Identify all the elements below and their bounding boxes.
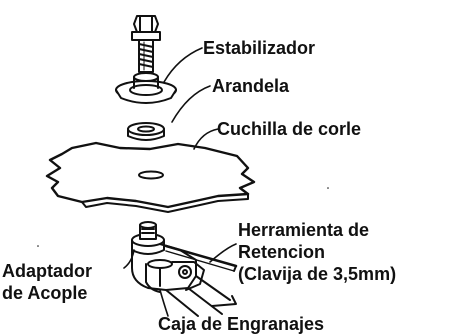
label-arandela: Arandela — [212, 76, 290, 96]
leader-cuchilla — [193, 128, 219, 150]
washer-part — [127, 122, 165, 141]
label-cuchilla: Cuchilla de corle — [217, 119, 362, 139]
label-caja: Caja de Engranajes — [158, 314, 325, 334]
cutting-blade-part — [45, 141, 256, 213]
label-herramienta: Herramienta de Retencion (Clavija de 3,5… — [238, 219, 396, 285]
label-herramienta-line3: (Clavija de 3,5mm) — [238, 264, 397, 284]
leader-arandela — [171, 85, 211, 123]
leader-estabilizador — [163, 47, 203, 83]
label-adaptador-line2: de Acople — [2, 283, 88, 303]
label-herramienta-line2: Retencion — [238, 242, 326, 262]
leader-adaptador — [123, 249, 135, 269]
leader-herramienta — [209, 243, 237, 263]
stabilizer-part — [115, 72, 177, 104]
label-adaptador-line1: Adaptador — [2, 261, 92, 281]
coupling-adapter-part — [131, 221, 165, 255]
bolt — [131, 15, 161, 73]
label-herramienta-line1: Herramienta de — [238, 220, 370, 240]
leader-caja — [159, 289, 169, 317]
retention-pin-part — [164, 244, 238, 272]
label-adaptador: Adaptador de Acople — [2, 260, 92, 304]
label-estabilizador: Estabilizador — [203, 38, 316, 58]
